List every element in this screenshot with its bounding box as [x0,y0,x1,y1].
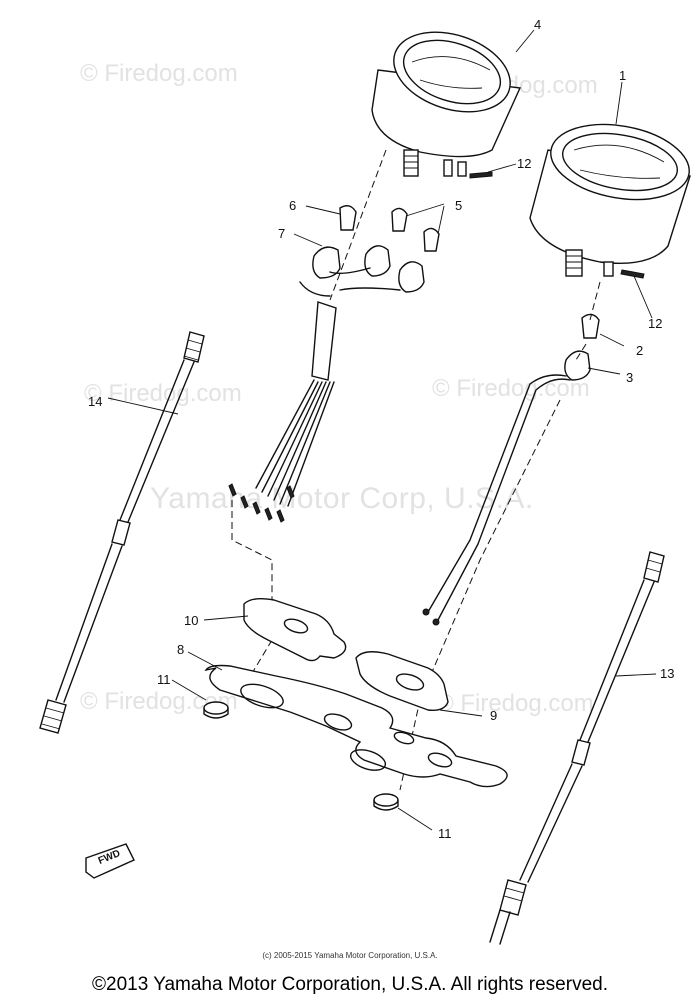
assembly-line-3 [231,500,273,691]
watermark-firedog-6: © Firedog.com [436,690,594,717]
damper-10 [243,597,347,662]
watermark-firedog-1: © Firedog.com [80,60,238,87]
callout-2: 2 [636,343,644,358]
callout-4: 4 [534,17,542,32]
footer-copyright: ©2013 Yamaha Motor Corporation, U.S.A. A… [92,974,608,995]
damper-9 [355,651,449,712]
callout-7: 7 [278,226,286,241]
small-copyright: (c) 2005-2015 Yamaha Motor Corporation, … [262,951,438,960]
gauge-tachometer [371,31,522,177]
socket-harness-right [422,350,591,626]
assembly-line-4 [399,399,561,791]
cable-14 [39,331,205,734]
callout-14: 14 [88,394,103,409]
socket-harness-left [228,245,425,523]
watermark-yamaha: Yamaha Motor Corp, U.S.A. [150,482,534,515]
callout-3: 3 [626,370,634,385]
fwd-arrow-shape [85,843,135,879]
callout-12-upper: 12 [517,156,532,171]
callout-8: 8 [177,642,185,657]
bulb-2 [581,313,600,339]
leader-lines [107,29,657,831]
screw-12-right [620,269,645,279]
callout-5: 5 [455,198,463,213]
callout-6: 6 [289,198,297,213]
callout-12-right: 12 [648,316,663,331]
screw-12-upper [469,171,493,179]
callout-11-left: 11 [157,672,171,687]
callout-9: 9 [490,708,498,723]
assembly-line-1 [329,149,387,301]
watermark-firedog-3: © Firedog.com [84,380,242,407]
cable-13 [489,551,665,945]
gauge-speedometer [529,123,691,277]
assembly-line-2 [575,281,601,361]
callout-1: 1 [619,68,627,83]
grommet-11-left [203,701,229,715]
bulb-6 [339,205,357,231]
grommet-11-bottom [373,793,399,807]
callout-10: 10 [184,613,199,628]
bulbs-5 [391,207,440,252]
callout-11-bottom: 11 [438,826,452,841]
callout-13: 13 [660,666,675,681]
